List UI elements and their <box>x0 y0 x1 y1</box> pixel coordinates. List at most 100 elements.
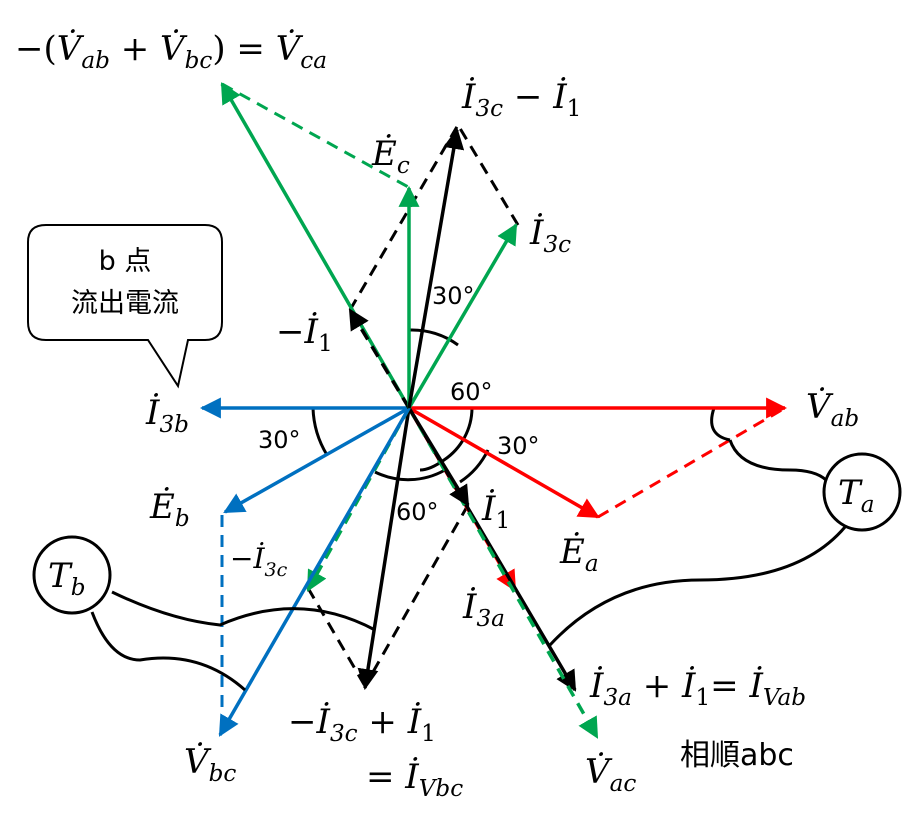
label-ivbc-eq1: −İ3c + İ1 <box>288 702 436 747</box>
subscript: 1 <box>567 96 582 122</box>
label-part: V̇ <box>57 29 85 69</box>
label-part: İ <box>681 666 696 706</box>
label-ivab-eq: İ3a + İ1= İVab <box>589 666 806 711</box>
label-i3b: İ3b <box>145 393 189 438</box>
label-i3c-minus-i1: İ3c − İ1 <box>461 77 581 122</box>
subscript: ab <box>81 48 110 74</box>
label-part: T <box>838 473 863 513</box>
label-part: İ <box>304 312 319 352</box>
vectors <box>199 82 788 739</box>
label-ivbc-eq2: = İVbc <box>366 757 463 802</box>
label-ec: Ėc <box>371 134 410 179</box>
subscript: 3a <box>603 685 631 711</box>
vector-minus-i3c <box>306 407 411 592</box>
subscript: ac <box>610 771 637 797</box>
subscript: bc <box>185 48 213 74</box>
subscript: c <box>397 153 410 179</box>
label-part: İ <box>145 393 160 433</box>
vector-ivbc <box>357 407 411 691</box>
label-part: − <box>230 542 253 575</box>
label-i3a: İ3a <box>462 587 505 632</box>
subscript: b <box>175 506 190 532</box>
subscript: 3c <box>475 96 503 122</box>
label-part: V̇ <box>806 387 834 427</box>
subscript: b <box>71 575 86 601</box>
label-part: −( <box>15 29 57 69</box>
label-part: = <box>366 757 405 797</box>
vector-i3c <box>407 223 518 409</box>
label-i1: İ1 <box>481 489 510 534</box>
angle-label: 60° <box>450 378 493 406</box>
label-i3c: İ3c <box>529 213 571 258</box>
label-part: V̇ <box>276 29 304 69</box>
vector-i3c-minus-i1 <box>407 127 465 409</box>
subscript: 1 <box>318 331 333 357</box>
subscript: 1 <box>695 685 710 711</box>
subscript: 3c <box>543 232 571 258</box>
label-eb: Ėb <box>149 487 190 532</box>
label-minus-i1: −İ1 <box>276 312 333 357</box>
vector-ea <box>408 406 600 519</box>
label-part: = <box>710 666 749 706</box>
vector-i1 <box>407 407 470 507</box>
label-part: T <box>48 556 73 596</box>
subscript: Vbc <box>419 776 463 802</box>
label-part: − <box>503 77 553 117</box>
label-part: İ <box>404 757 419 797</box>
label-part: İ <box>462 587 477 627</box>
label-part: İ <box>552 77 567 117</box>
label-part: ) = <box>212 29 275 69</box>
label-part: İ <box>481 489 496 529</box>
label-part: İ <box>461 77 476 117</box>
label-part: + <box>110 29 160 69</box>
label-part: + <box>358 702 408 742</box>
subscript: a <box>585 551 599 577</box>
vector-vca <box>220 82 411 409</box>
phase-order-label: 相順abc <box>680 738 794 773</box>
ta-circle <box>822 452 902 532</box>
dash-green-vca <box>221 82 411 190</box>
subscript: 1 <box>495 508 510 534</box>
vector-eb <box>223 406 410 514</box>
label-vbc: V̇bc <box>184 742 236 787</box>
label-part: İ <box>252 542 265 575</box>
label-part: Ė <box>149 487 175 527</box>
label-part: İ <box>529 213 544 253</box>
subscript: Vab <box>763 685 806 711</box>
label-part: İ <box>589 666 604 706</box>
label-part: İ <box>748 666 763 706</box>
label-part: V̇ <box>160 29 188 69</box>
vector-vbc <box>218 407 411 737</box>
label-ta: Ta <box>838 473 874 518</box>
dash-black-1 <box>348 124 460 311</box>
tb-circle <box>32 535 112 615</box>
label-vab: V̇ab <box>806 387 859 432</box>
label-part: Ė <box>559 532 585 572</box>
label-part: İ <box>407 702 422 742</box>
subscript: bc <box>209 761 237 787</box>
angle-label: 30° <box>432 282 475 310</box>
label-part: V̇ <box>585 752 613 792</box>
subscript: 1 <box>421 721 436 747</box>
probe-wires <box>90 439 847 692</box>
bubble-line2: 流出電流 <box>71 288 179 319</box>
label-part: İ <box>316 702 331 742</box>
dash-black-2 <box>456 124 520 226</box>
label-part: + <box>632 666 682 706</box>
subscript: 3c <box>330 721 358 747</box>
label-part: − <box>276 312 305 352</box>
dash-black-4 <box>306 587 367 687</box>
subscript: ca <box>300 48 327 74</box>
dash-red <box>597 406 786 519</box>
subscript: a <box>861 492 875 518</box>
subscript: 3c <box>265 559 288 581</box>
label-part: V̇ <box>184 742 212 782</box>
label-vac: V̇ac <box>585 752 636 797</box>
speech-bubble: b 点 流出電流 <box>27 224 223 389</box>
label-part: Ė <box>371 134 397 174</box>
label-ea: Ėa <box>559 532 599 577</box>
angle-label: 60° <box>396 498 439 526</box>
angle-label: 30° <box>497 432 540 460</box>
subscript: ab <box>831 406 860 432</box>
